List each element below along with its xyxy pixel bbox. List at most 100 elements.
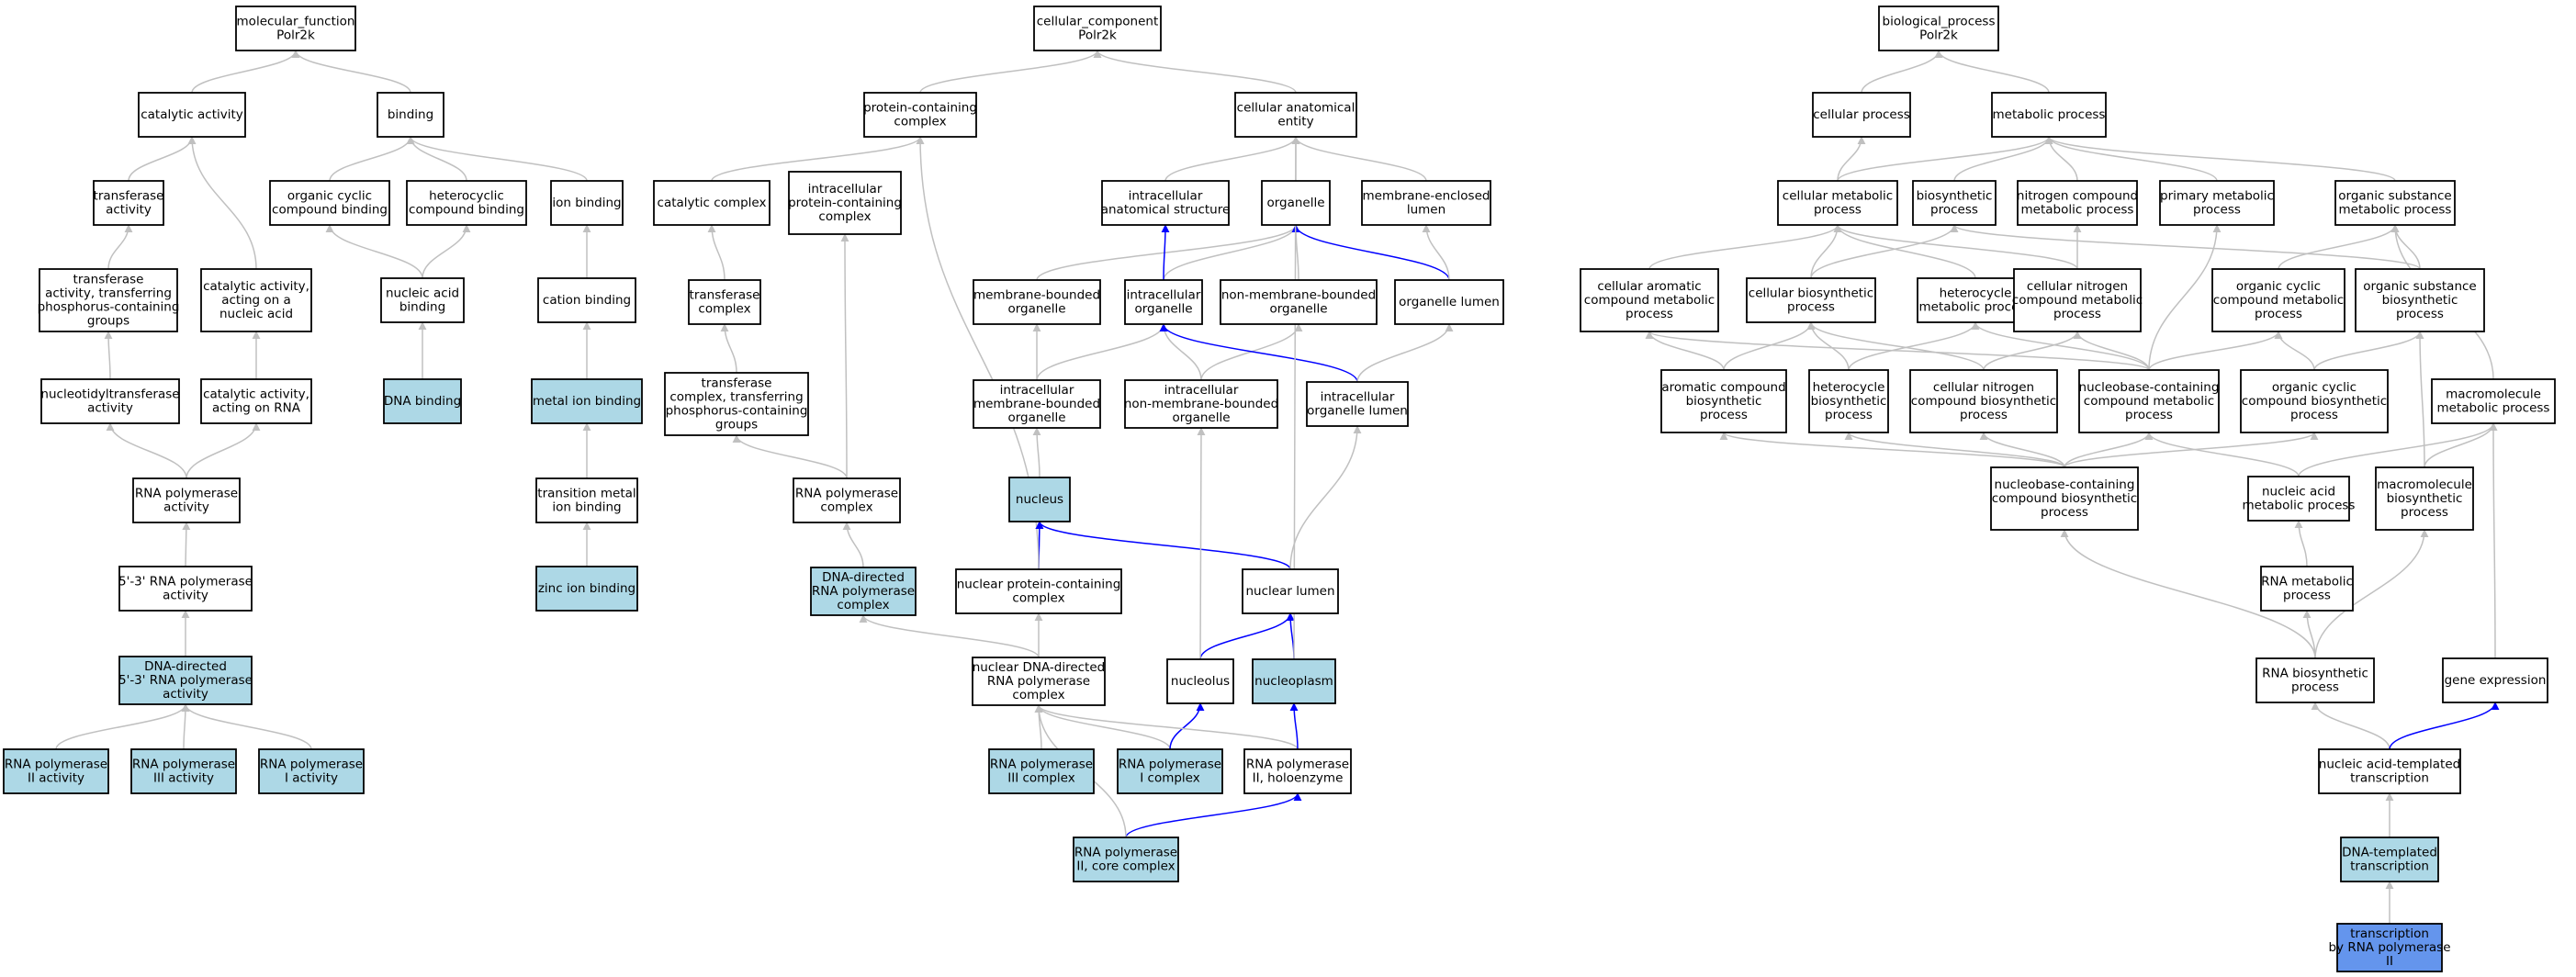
go-term-label: macromolecule [2377,477,2472,492]
go-term-label: 5'-3' RNA polymerase [118,575,253,590]
is-a-edge-transferase-act-to-catalytic [128,136,197,182]
go-term-label: membrane-bounded [973,397,1100,411]
go-term-label: organelle [1266,196,1324,210]
go-term-label: activity [163,500,209,515]
go-term-node-icnmbo: intracellularnon-membrane-boundedorganel… [1124,379,1278,429]
go-term-label: transcription [2350,926,2429,941]
go-term-box [2240,369,2389,433]
go-term-label: activity, transferring [45,286,172,301]
is-a-edge-cell-nitrogen-biosynthetic-to-cell-nitrogen-metabolic [1983,331,2082,371]
go-term-node-metabolic-process: metabolic process [1991,92,2107,138]
go-term-box [1991,92,2107,138]
go-term-label: RNA polymerase [795,487,898,501]
go-term-label: compound metabolic [1584,293,1715,308]
go-term-box [235,6,356,51]
go-term-label: organic cyclic [2272,380,2357,395]
go-term-node-dna-binding: DNA binding [383,378,462,424]
is-a-edge-cell-metabolic-to-cellular-process [1837,136,1866,182]
go-term-label: macromolecule [2446,387,2541,402]
go-term-label: intracellular [1129,189,1203,204]
go-term-node-metal-ion: metal ion binding [531,378,643,424]
is-a-edge-intracell-org-to-organelle [1163,224,1300,281]
go-term-label: RNA polymerase [132,758,235,772]
go-term-node-catalytic: catalytic activity [138,92,246,138]
go-term-box [118,566,253,612]
go-term-label: cellular biosynthetic [1749,286,1873,301]
go-term-box [1361,180,1491,226]
go-term-label: nucleic acid [386,286,459,301]
is-a-edge-nuclear-lumen-to-nucleus [1035,521,1291,570]
go-term-label: cellular process [1813,107,1910,122]
go-term-label: compound metabolic [2012,293,2143,308]
go-term-label: organelle [1007,410,1065,425]
is-a-edge-nucleobase-metabolic-to-organic-cyclic-metabolic [2148,331,2283,371]
go-term-label: DNA-templated [2342,846,2437,860]
is-a-edge-intracell-org-to-intracell-as [1161,224,1170,281]
go-term-node-nuclear-lumen: nuclear lumen [1242,568,1339,614]
go-term-label: organic substance [2338,189,2451,204]
is-a-edge-nucleobase-metabolic-to-heterocycle-metabolic [1971,321,2150,371]
is-a-edge-cellular-process-to-bp [1861,50,1943,94]
go-term-box [377,92,444,138]
go-term-label: molecular_function [237,15,355,29]
go-term-label: groups [87,314,129,329]
is-a-edge-rna-biosynthetic-to-macro-biosynthetic [2314,529,2429,659]
go-term-node-ion-binding: ion binding [550,180,624,226]
go-term-box [2247,476,2350,522]
go-term-box [2013,268,2142,332]
go-term-label: cellular metabolic [1783,189,1893,204]
go-term-box [40,378,180,424]
go-term-label: intracellular [1164,383,1239,398]
go-term-label: complex [818,209,871,224]
go-term-label: protein-containing [863,101,977,116]
go-term-label: binding [399,300,445,315]
go-term-label: transferase [94,189,164,204]
go-term-label: compound metabolic [2213,293,2344,308]
go-term-label: cellular_component [1037,15,1158,29]
is-a-edge-rna-biosynthetic-to-nucleobase-biosynthetic [2060,529,2316,659]
is-a-edge-nucleobase-biosynthetic-to-heterocycle-biosynthetic [1844,432,2065,468]
is-a-edge-heterocycle-biosynthetic-to-heterocycle-metabolic [1848,321,1980,371]
go-term-label: RNA polymerase [1074,846,1177,860]
go-term-box [1660,369,1787,433]
go-term-label: organelle lumen [1307,404,1408,419]
go-term-label: organelle [1134,302,1192,317]
go-term-box [406,180,527,226]
is-a-edge-nucleobase-biosynthetic-to-aromatic-biosynthetic [1719,432,2065,468]
go-term-box [269,180,390,226]
go-term-label: nuclear DNA-directed [973,660,1105,675]
go-term-label: Polr2k [1919,28,1958,43]
is-a-edge-rnap2-holo-to-nuclear-dd [1034,704,1299,750]
go-term-box [1909,369,2058,433]
go-term-label: I complex [1140,771,1199,786]
go-term-label: zinc ion binding [538,581,636,596]
go-term-label: complex [1012,688,1064,702]
go-term-label: Polr2k [1078,28,1117,43]
go-term-box [2318,748,2461,794]
go-term-box [1580,268,1719,332]
is-a-edge-organic-cyclic-metabolic-to-organic-metabolic [2278,224,2400,270]
go-term-label: activity [163,589,208,603]
is-a-edge-cell-metabolic-to-metabolic-process [1837,136,2053,182]
is-a-edge-catalytic-complex-to-protein-cont [711,136,925,182]
go-term-label: phosphorus-containing [38,300,180,315]
go-term-label: phosphorus-containing [666,404,808,419]
go-term-box [1234,92,1357,138]
go-term-label: process [1960,408,2008,422]
